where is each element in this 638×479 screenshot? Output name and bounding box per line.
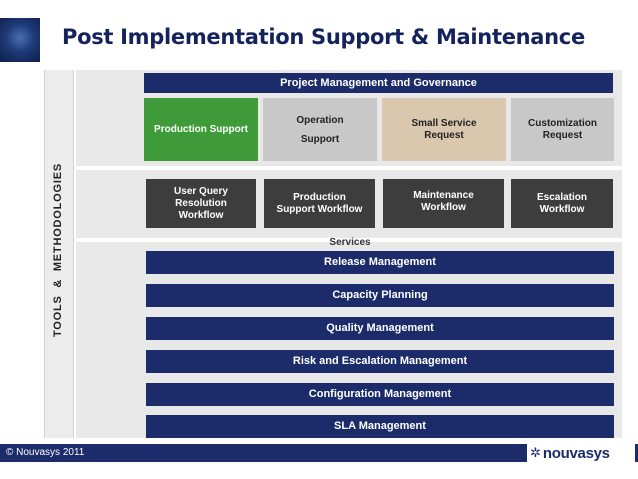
page-title: Post Implementation Support & Maintenanc… bbox=[62, 25, 585, 49]
configuration-management-bar: Configuration Management bbox=[146, 383, 614, 406]
corner-decoration bbox=[0, 18, 40, 62]
logo-text: nouvasys bbox=[542, 444, 610, 462]
escalation-workflow-box: Escalation Workflow bbox=[511, 179, 613, 228]
governance-bar: Project Management and Governance bbox=[144, 73, 613, 93]
tools-methodologies-rail bbox=[44, 70, 74, 438]
production-support-box: Production Support bbox=[144, 98, 258, 161]
footer-bar bbox=[0, 444, 638, 462]
user-query-workflow-box: User Query Resolution Workflow bbox=[146, 179, 256, 228]
operation-support-box: Operation Support bbox=[263, 98, 377, 161]
production-support-workflow-box: Production Support Workflow bbox=[264, 179, 375, 228]
small-service-request-box: Small Service Request bbox=[382, 98, 506, 161]
sla-management-bar: SLA Management bbox=[146, 415, 614, 438]
company-logo: ✲ nouvasys bbox=[527, 443, 635, 463]
services-label: Services bbox=[329, 237, 371, 245]
customization-request-box: Customization Request bbox=[511, 98, 614, 161]
risk-escalation-management-bar: Risk and Escalation Management bbox=[146, 350, 614, 373]
tools-methodologies-label: TOOLS & METHODOLOGIES bbox=[52, 162, 64, 338]
copyright-text: © Nouvasys 2011 bbox=[6, 447, 85, 458]
quality-management-bar: Quality Management bbox=[146, 317, 614, 340]
star-icon: ✲ bbox=[530, 445, 541, 460]
maintenance-workflow-box: Maintenance Workflow bbox=[383, 179, 504, 228]
release-management-bar: Release Management bbox=[146, 251, 614, 274]
capacity-planning-bar: Capacity Planning bbox=[146, 284, 614, 307]
